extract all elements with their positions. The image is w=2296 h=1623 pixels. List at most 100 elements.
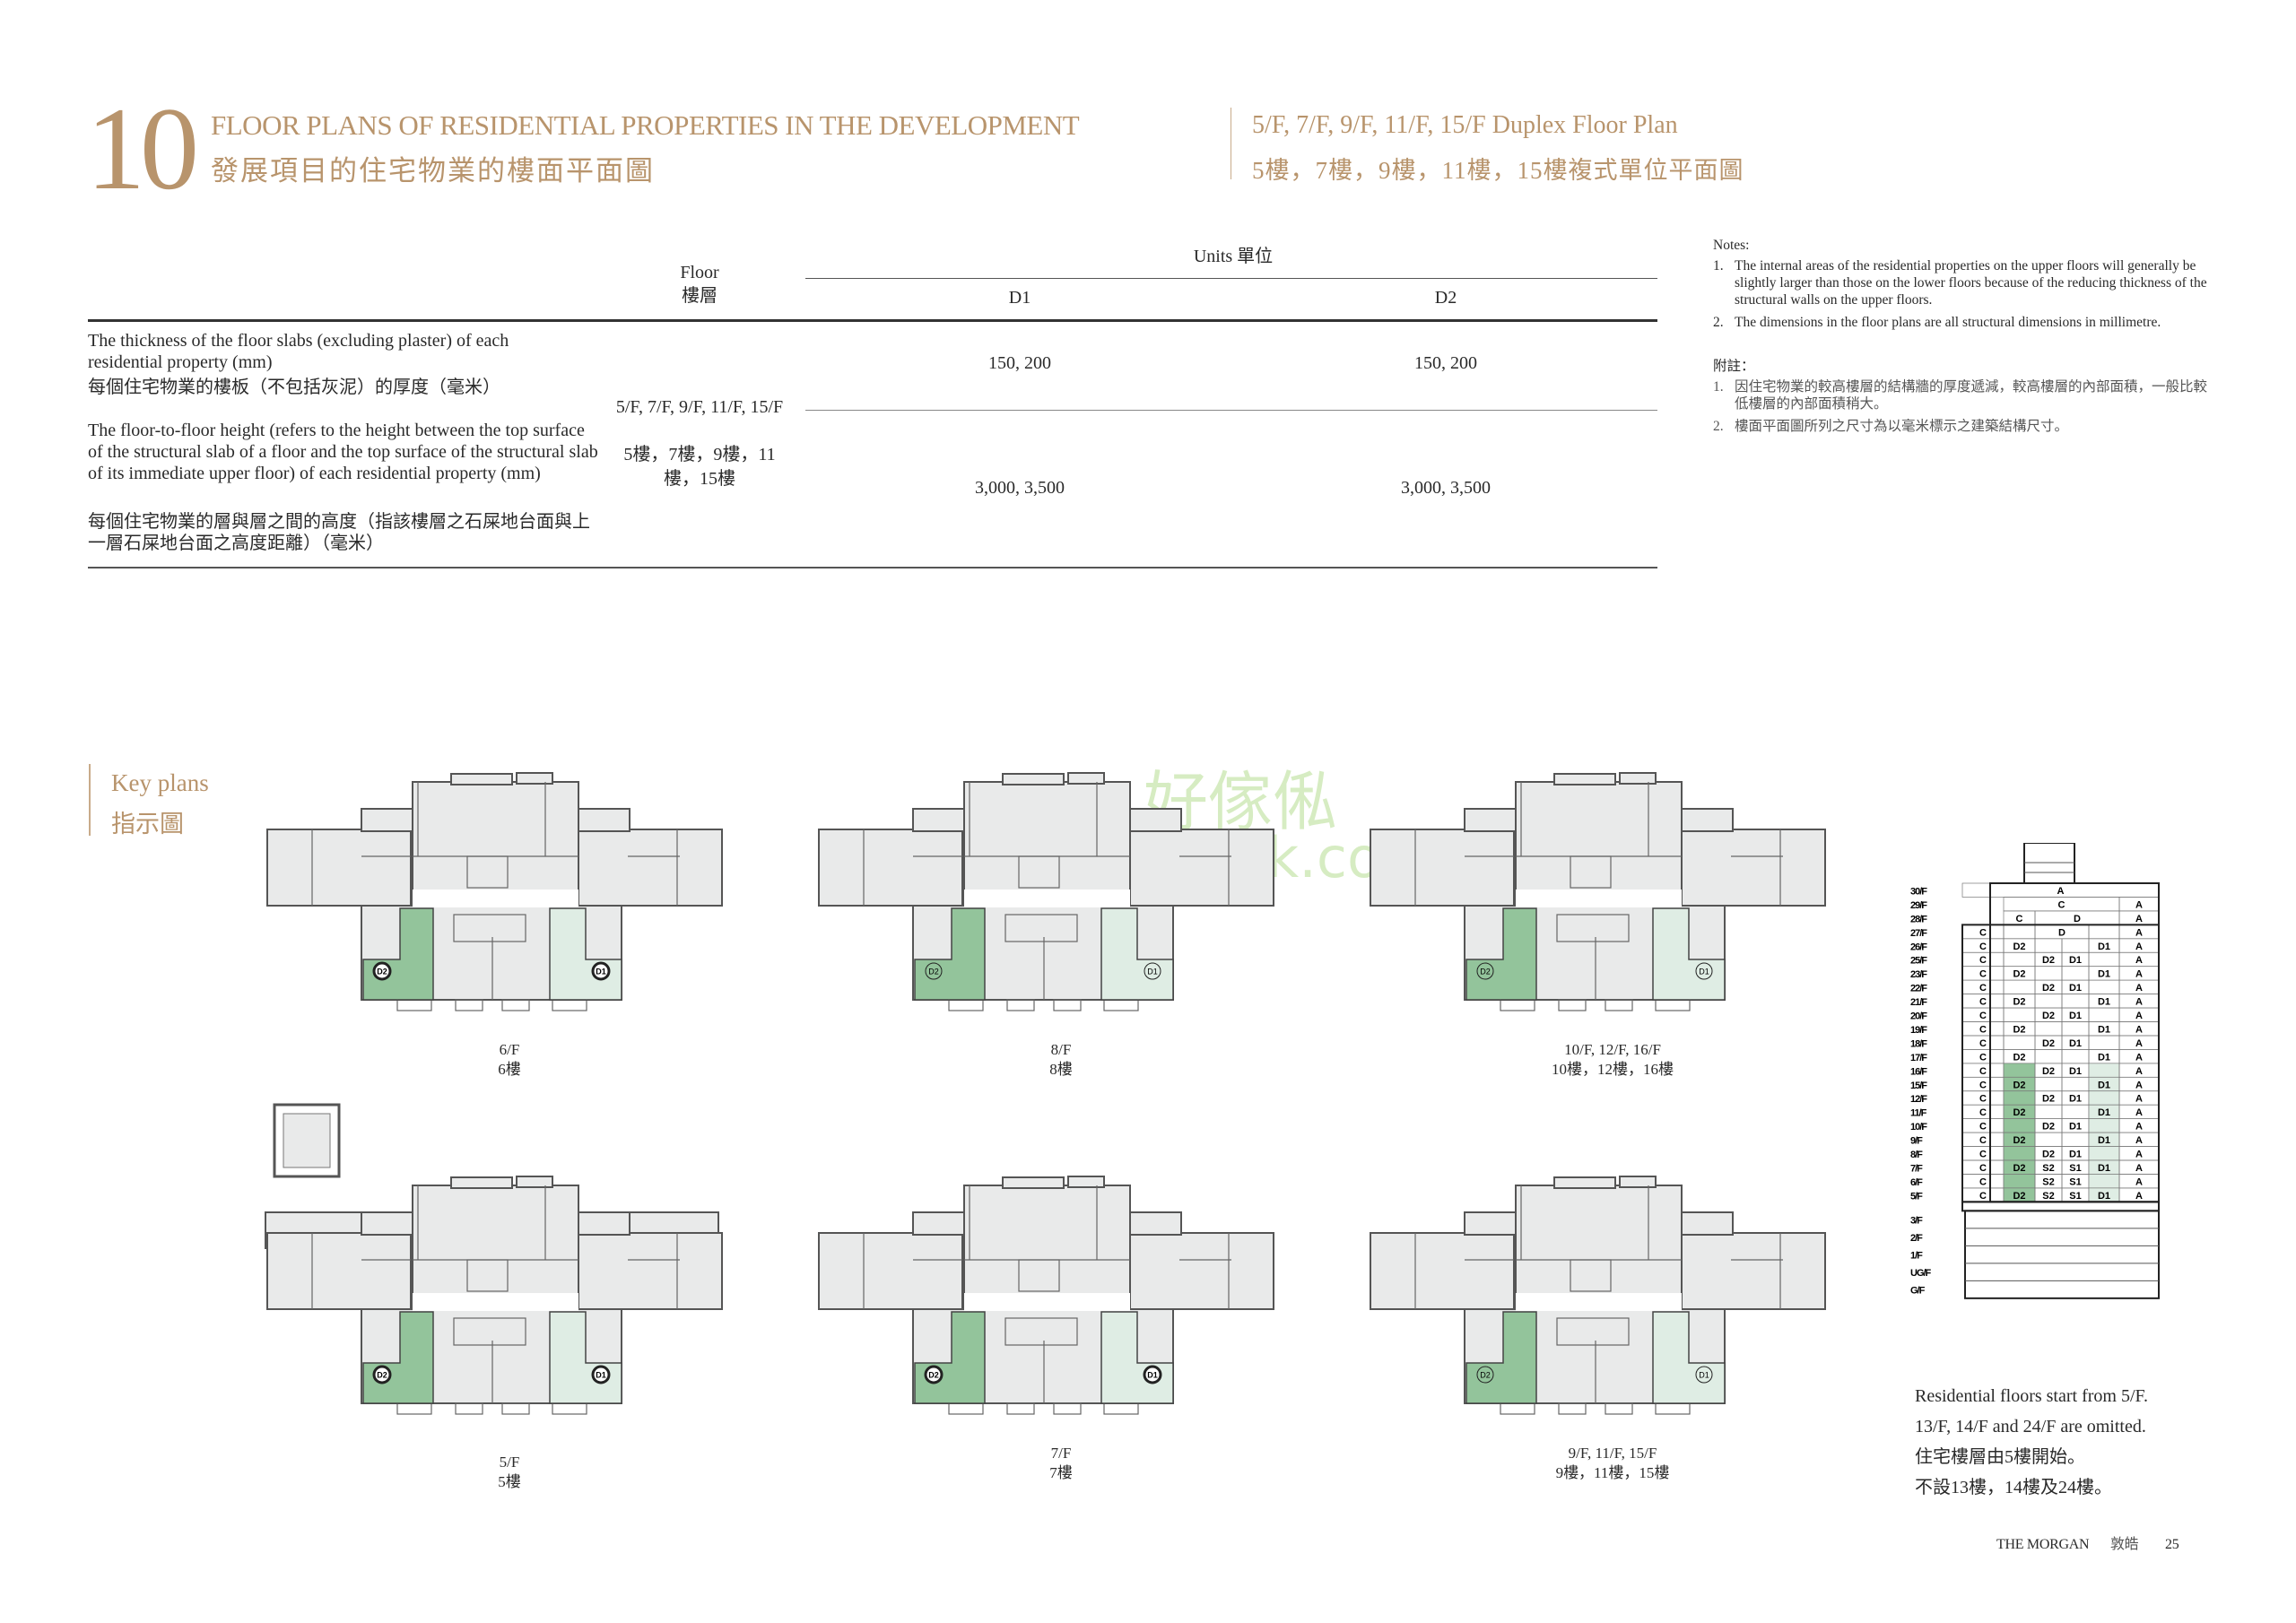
plan-caption-en: 10/F, 12/F, 16/F (1564, 1041, 1661, 1058)
unit-cell: A (2135, 1135, 2143, 1146)
floor-label: 19/F (1910, 1025, 1927, 1036)
unit-cell: C (1979, 1122, 1987, 1133)
unit-cell: C (2058, 899, 2066, 910)
unit-label-circle (924, 1365, 944, 1384)
floor-label: 18/F (1910, 1038, 1927, 1049)
unit-highlight (2004, 1063, 2035, 1078)
note-text: The internal areas of the residential pr… (1735, 258, 2207, 308)
unit-cell: D1 (2098, 1024, 2110, 1035)
unit-cell: C (1979, 1107, 1987, 1118)
unit-cell: A (2135, 1150, 2143, 1160)
unit-label-circle (1476, 962, 1494, 980)
floor-label: 7/F (1910, 1163, 1923, 1174)
caption-zh-1: 住宅樓層由5樓開始。 (1915, 1447, 2085, 1467)
unit-highlight (2004, 1174, 2035, 1188)
note-text-zh: 因住宅物業的較高樓層的結構牆的厚度遞減，較高樓層的內部面積，一般比較低樓層的內部… (1735, 379, 2208, 412)
unit-highlight (2089, 1063, 2119, 1078)
unit-cell: D2 (2042, 1011, 2055, 1021)
unit-label-circle (372, 1365, 392, 1384)
plan-caption-zh: 7樓 (1049, 1464, 1073, 1481)
unit-label: D1 (596, 968, 606, 976)
unit-label: D1 (1699, 968, 1709, 976)
unit-cell: A (2135, 1066, 2143, 1077)
unit-cell: C (1979, 1191, 1987, 1202)
unit-cell: D2 (2042, 1150, 2055, 1160)
unit-cell: C (1979, 983, 1987, 994)
row-divider (805, 410, 1657, 411)
subtitle-zh: 5樓，7樓，9樓，11樓，15樓複式單位平面圖 (1252, 157, 1744, 184)
floor-label: 22/F (1910, 984, 1927, 994)
floor-label: 26/F (1910, 942, 1927, 952)
page-number: 25 (2165, 1537, 2179, 1552)
unit-d1-highlight (1100, 907, 1174, 1001)
floor-label: 2/F (1910, 1233, 1923, 1244)
row1-d2-value: 150, 200 (1414, 353, 1477, 373)
unit-cell: A (2135, 983, 2143, 994)
caption-zh-2: 不設13樓，14樓及24樓。 (1915, 1478, 2112, 1497)
unit-cell: D2 (2042, 1066, 2055, 1077)
unit-d2-highlight (914, 907, 986, 1001)
unit-cell: S2 (2042, 1176, 2054, 1187)
key-plans-title: Key plans 指示圖 (111, 762, 209, 845)
row1-label-zh: 每個住宅物業的樓板（不包括灰泥）的厚度（毫米） (88, 378, 500, 397)
unit-cell: C (1979, 942, 1987, 952)
unit-cell: A (2135, 997, 2143, 1008)
unit-cell: D2 (2013, 997, 2025, 1008)
units-header: Units 單位 (1193, 247, 1274, 266)
table-bottom-rule (88, 567, 1657, 568)
unit-cell: C (1979, 969, 1987, 980)
unit-highlight (2004, 1118, 2035, 1133)
unit-cell: D2 (2013, 969, 2025, 980)
unit-highlight (2089, 1187, 2119, 1202)
note-marker: 1. (1713, 379, 1724, 395)
unit-cell: C (2016, 914, 2023, 924)
note-text: The dimensions in the floor plans are al… (1735, 315, 2161, 330)
unit-cell: A (2135, 1024, 2143, 1035)
unit-cell: C (1979, 955, 1987, 966)
unit-cell: D1 (2069, 1150, 2082, 1160)
unit-cell: D2 (2013, 1191, 2025, 1202)
unit-highlight (2004, 1160, 2035, 1175)
unit-label-circle (1476, 1366, 1494, 1384)
unit-d1-header: D1 (1008, 288, 1031, 308)
unit-cell: D1 (2098, 942, 2110, 952)
note-item: 2.The dimensions in the floor plans are … (1713, 314, 2215, 331)
unit-highlight (2089, 1133, 2119, 1147)
unit-cell: C (1979, 997, 1987, 1008)
section-number: 10 (86, 82, 199, 214)
plan-caption-en: 7/F (1050, 1445, 1072, 1462)
unit-cell: D1 (2069, 1011, 2082, 1021)
note-marker: 1. (1713, 258, 1724, 273)
unit-cell: D2 (2013, 1052, 2025, 1063)
unit-cell: D2 (2013, 1024, 2025, 1035)
floor-label: 21/F (1910, 997, 1927, 1008)
unit-cell: C (1979, 1176, 1987, 1187)
unit-cell: C (1979, 1150, 1987, 1160)
row2-label-zh: 每個住宅物業的層與層之間的高度（指該樓層之石屎地台面與上一層石屎地台面之高度距離… (88, 512, 590, 553)
unit-cell: D1 (2098, 1135, 2110, 1146)
plan-caption-zh: 8樓 (1049, 1061, 1073, 1078)
unit-highlight (2089, 1105, 2119, 1119)
unit-cell: D1 (2098, 1163, 2110, 1174)
note-item-zh: 2.樓面平面圖所列之尺寸為以毫米標示之建築結構尺寸。 (1713, 418, 2215, 435)
note-item-zh: 1. 因住宅物業的較高樓層的結構牆的厚度遞減，較高樓層的內部面積，一般比較低樓層的… (1713, 378, 2215, 412)
unit-cell: D1 (2069, 1122, 2082, 1133)
floor-label: 10/F (1910, 1122, 1927, 1133)
unit-label: D2 (377, 1371, 387, 1380)
unit-label-circle (591, 1365, 611, 1384)
roof-structure (273, 1103, 341, 1178)
unit-cell: D1 (2098, 1080, 2110, 1090)
unit-cell: D1 (2069, 1038, 2082, 1049)
